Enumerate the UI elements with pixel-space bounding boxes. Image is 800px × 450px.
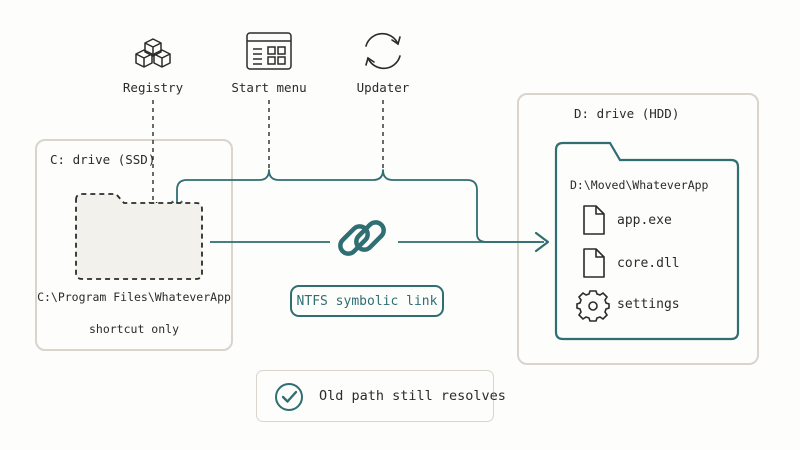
- d-drive-box: [517, 93, 759, 365]
- start-menu-window-icon: [246, 32, 292, 70]
- d-drive-folder-path: D:\Moved\WhateverApp: [570, 178, 709, 192]
- gear-icon: [576, 290, 610, 322]
- d-drive-title: D: drive (HDD): [574, 106, 680, 121]
- resolve-bracket: [171, 169, 544, 243]
- status-box: Old path still resolves: [256, 370, 506, 422]
- cubes-icon: [135, 38, 171, 68]
- symlink-arrowhead: [534, 231, 550, 253]
- c-drive-folder-path: C:\Program Files\WhateverApp: [37, 290, 231, 304]
- status-label: Old path still resolves: [319, 388, 506, 404]
- c-drive-note: shortcut only: [88, 322, 180, 336]
- check-circle-icon: [275, 383, 303, 411]
- file-icon: [583, 248, 605, 278]
- c-drive-box: [35, 139, 233, 351]
- file-label-settings: settings: [617, 297, 680, 312]
- symlink-label: NTFS symbolic link: [296, 293, 438, 309]
- file-icon: [583, 205, 605, 235]
- c-drive-title: C: drive (SSD): [50, 152, 156, 167]
- source-label-registry: Registry: [122, 80, 184, 95]
- file-label-app-exe: app.exe: [617, 213, 672, 228]
- refresh-arrows-icon: [365, 32, 401, 70]
- source-label-start-menu: Start menu: [231, 80, 307, 95]
- moved-folder-icon: [554, 141, 740, 341]
- chain-link-icon: [338, 220, 386, 256]
- symlink-label-box: NTFS symbolic link: [290, 285, 444, 317]
- file-label-core-dll: core.dll: [617, 256, 680, 271]
- shortcut-folder-icon: [75, 193, 203, 280]
- source-label-updater: Updater: [356, 80, 410, 95]
